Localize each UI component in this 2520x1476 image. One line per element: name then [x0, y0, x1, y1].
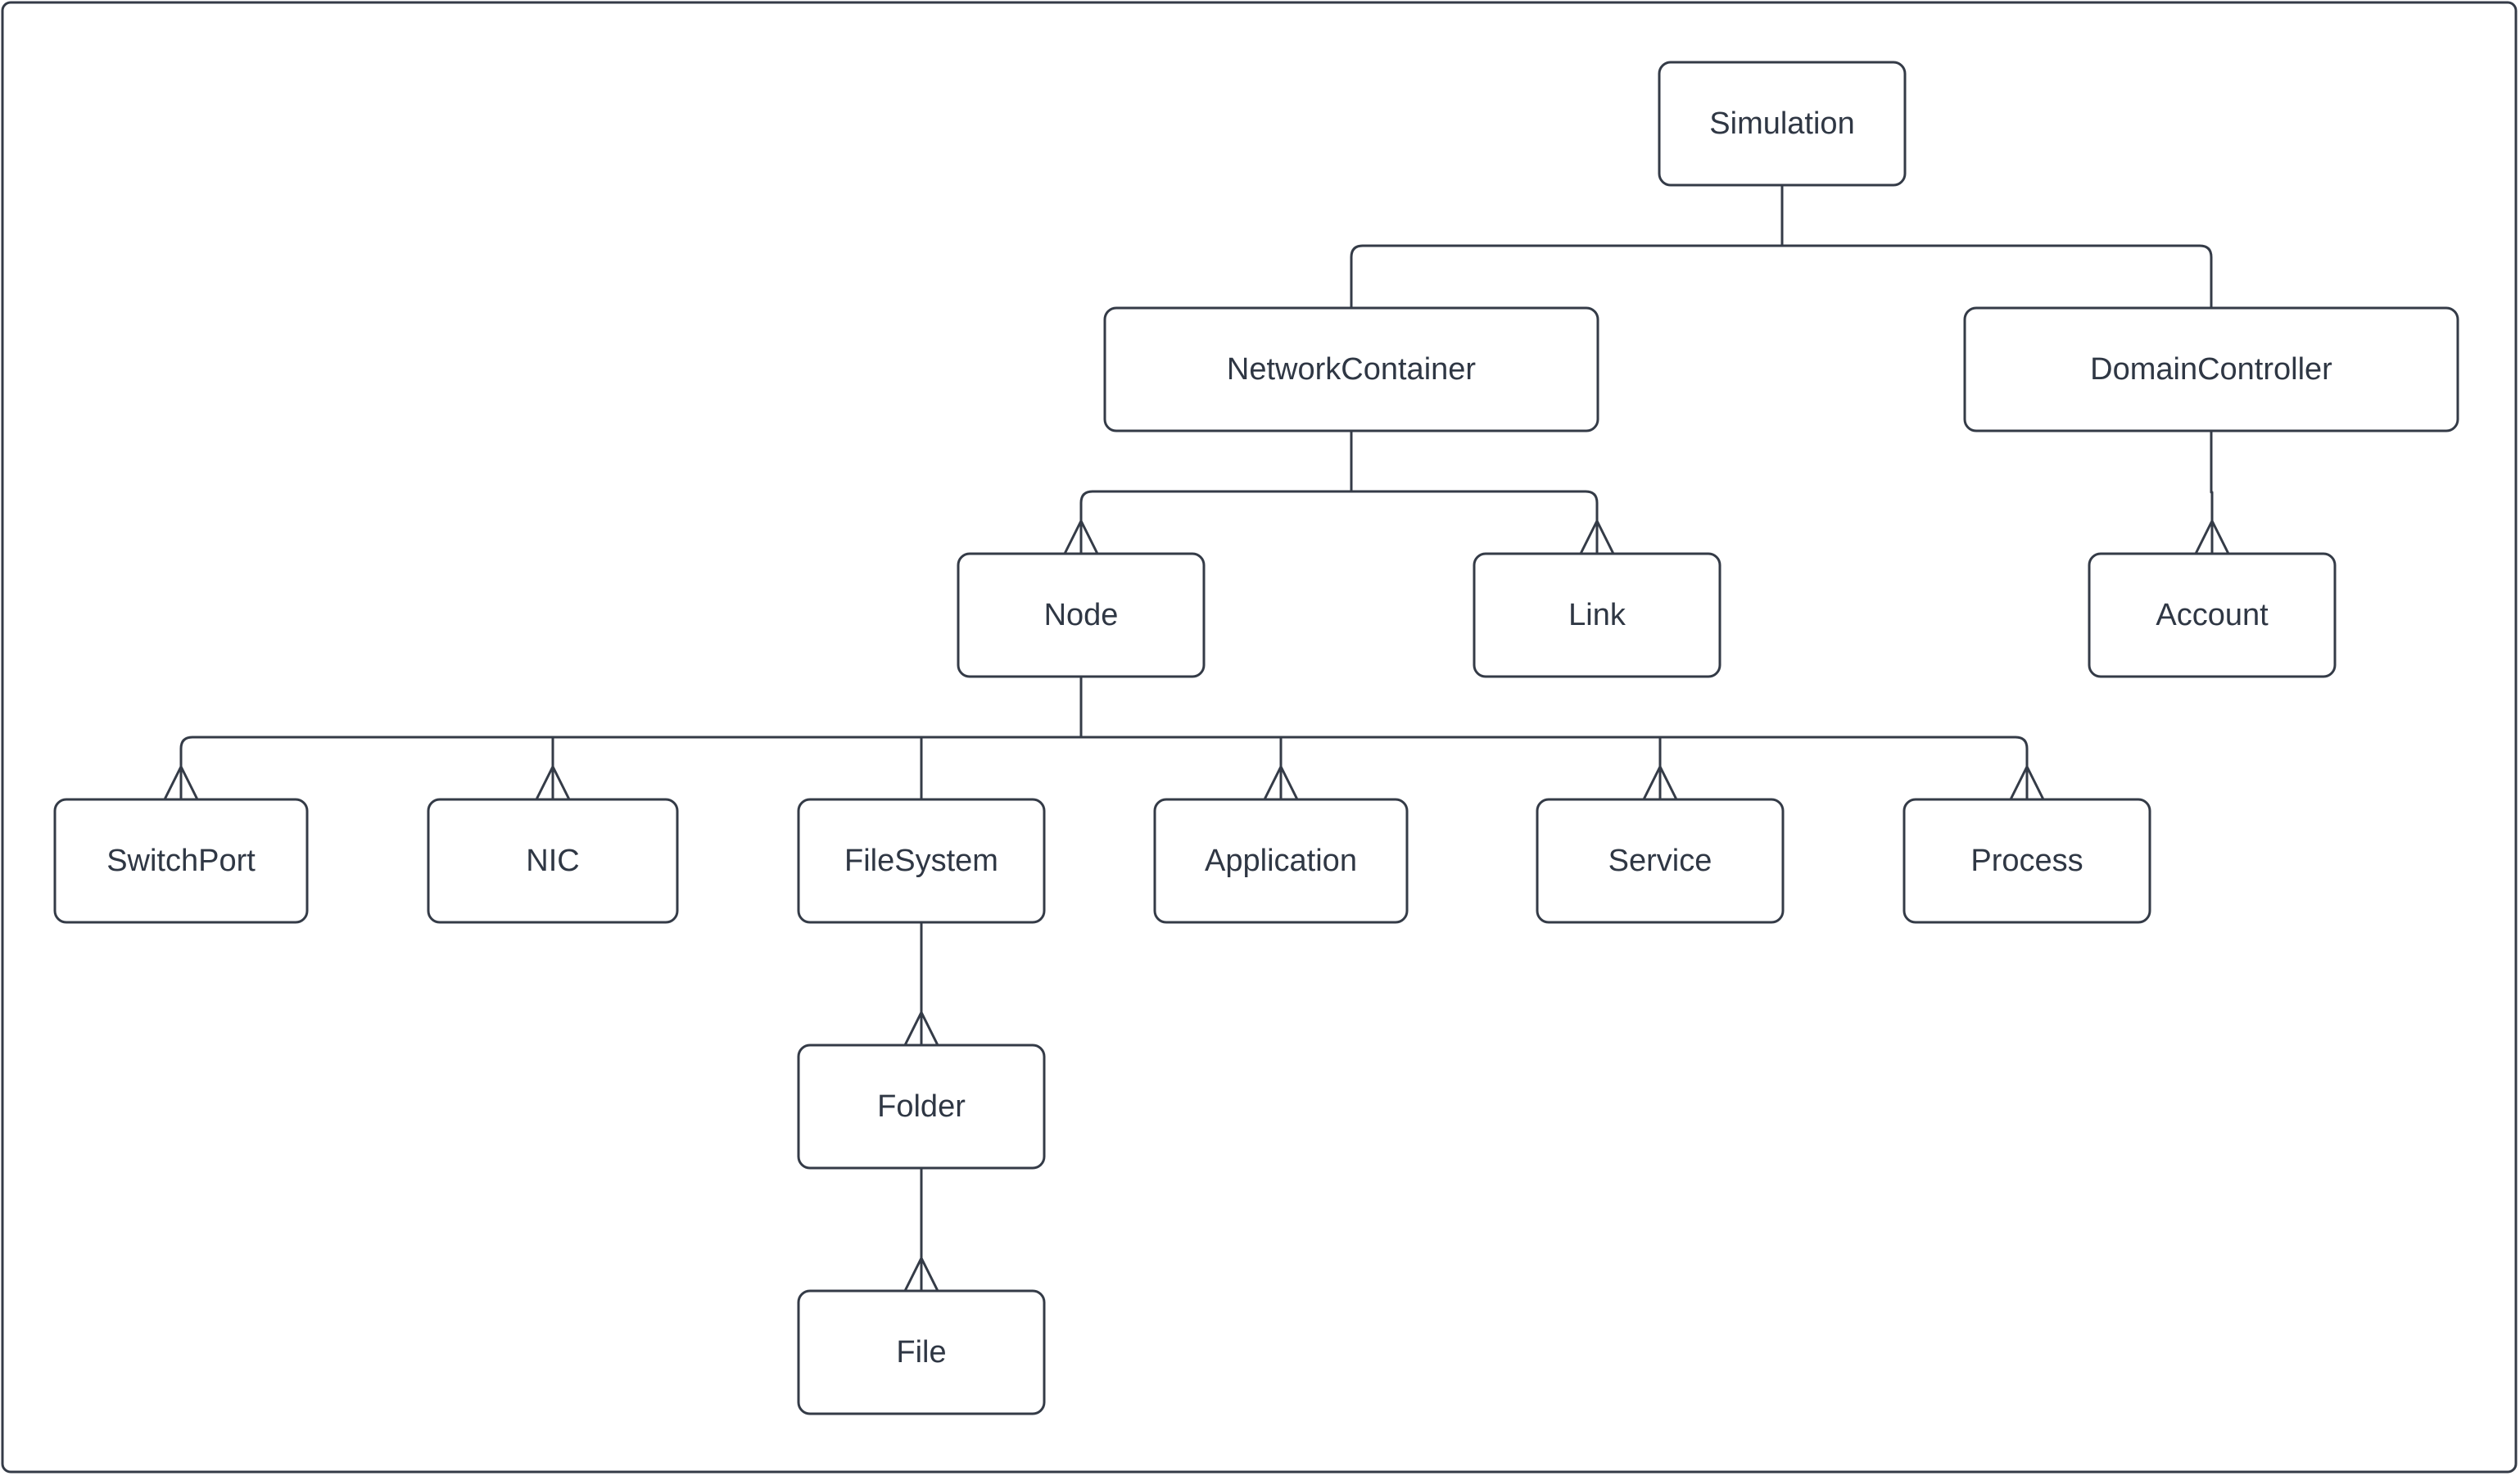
- class-node-box-folder[interactable]: [797, 1044, 1046, 1170]
- class-node-switchport[interactable]: SwitchPort: [53, 798, 309, 924]
- class-node-process[interactable]: Process: [1902, 798, 2151, 924]
- class-node-box-account[interactable]: [2088, 552, 2337, 678]
- class-node-label-simulation: Simulation: [1709, 106, 1854, 141]
- class-node-label-file: File: [896, 1335, 946, 1370]
- class-node-label-folder: Folder: [877, 1089, 966, 1124]
- class-node-label-node: Node: [1044, 598, 1119, 632]
- class-node-label-application: Application: [1205, 844, 1357, 878]
- class-node-box-switchport[interactable]: [53, 798, 309, 924]
- class-node-filesystem[interactable]: FileSystem: [797, 798, 1046, 924]
- class-node-label-domaincontroller: DomainController: [2090, 352, 2332, 387]
- class-node-box-process[interactable]: [1902, 798, 2151, 924]
- class-node-label-link: Link: [1568, 598, 1626, 632]
- class-node-box-domaincontroller[interactable]: [1963, 306, 2459, 432]
- class-node-label-service: Service: [1608, 844, 1712, 878]
- class-node-label-switchport: SwitchPort: [106, 844, 256, 878]
- class-node-nic[interactable]: NIC: [427, 798, 679, 924]
- class-node-service[interactable]: Service: [1536, 798, 1785, 924]
- class-node-box-file[interactable]: [797, 1289, 1046, 1415]
- class-node-box-nic[interactable]: [427, 798, 679, 924]
- class-node-label-nic: NIC: [526, 844, 579, 878]
- class-node-folder[interactable]: Folder: [797, 1044, 1046, 1170]
- class-node-file[interactable]: File: [797, 1289, 1046, 1415]
- class-node-box-application[interactable]: [1153, 798, 1409, 924]
- class-node-label-account: Account: [2156, 598, 2269, 632]
- class-node-box-simulation[interactable]: [1658, 61, 1907, 187]
- class-node-box-networkcontainer[interactable]: [1103, 306, 1599, 432]
- class-node-label-networkcontainer: NetworkContainer: [1227, 352, 1476, 387]
- edge-networkcontainer-to-node: [1079, 490, 1093, 521]
- edge-layer: [163, 185, 2230, 1292]
- class-node-box-filesystem[interactable]: [797, 798, 1046, 924]
- class-node-networkcontainer[interactable]: NetworkContainer: [1103, 306, 1599, 432]
- class-node-link[interactable]: Link: [1473, 552, 1721, 678]
- class-node-account[interactable]: Account: [2088, 552, 2337, 678]
- class-node-box-node[interactable]: [957, 552, 1206, 678]
- edge-node-to-process: [2015, 736, 2029, 767]
- class-node-label-filesystem: FileSystem: [844, 844, 998, 878]
- class-node-domaincontroller[interactable]: DomainController: [1963, 306, 2459, 432]
- edge-simulation-to-networkcontainer: [1350, 244, 1364, 308]
- class-node-box-service[interactable]: [1536, 798, 1785, 924]
- edge-simulation-to-domaincontroller: [2199, 244, 2213, 308]
- class-node-box-link[interactable]: [1473, 552, 1721, 678]
- class-node-label-process: Process: [1970, 844, 2083, 878]
- class-node-node[interactable]: Node: [957, 552, 1206, 678]
- edge-node-to-switchport: [179, 736, 193, 767]
- class-node-application[interactable]: Application: [1153, 798, 1409, 924]
- edge-networkcontainer-to-link: [1585, 490, 1599, 521]
- class-node-simulation[interactable]: Simulation: [1658, 61, 1907, 187]
